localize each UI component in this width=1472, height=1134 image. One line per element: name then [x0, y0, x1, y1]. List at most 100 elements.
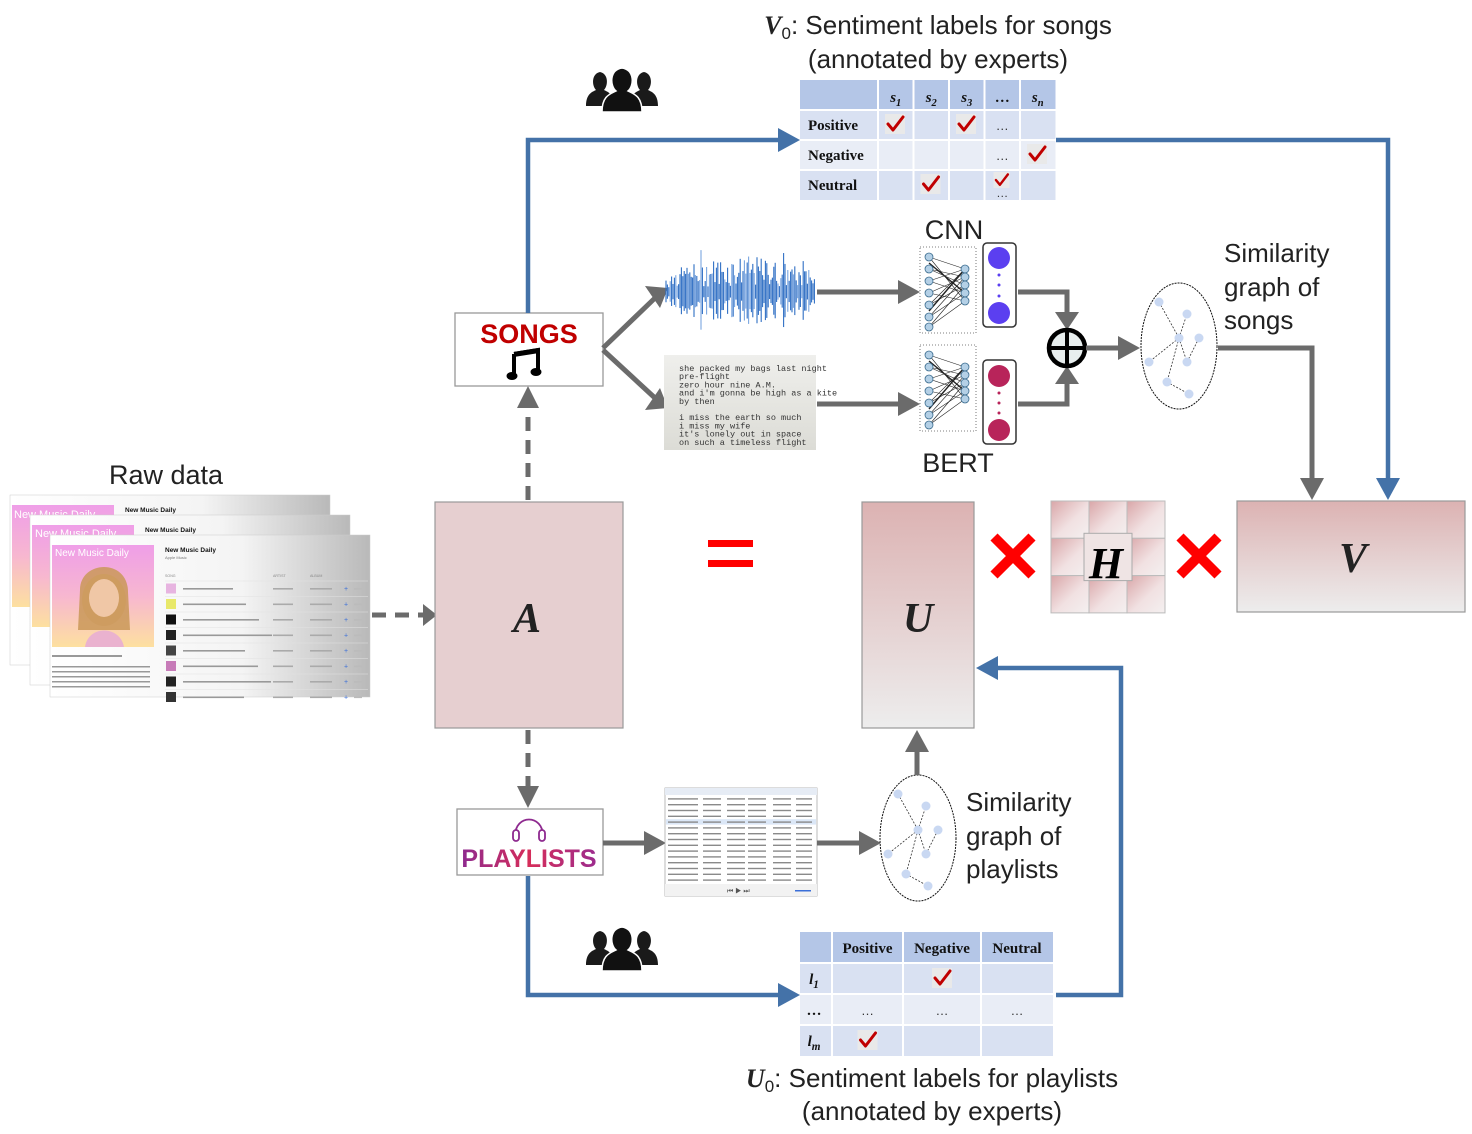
headphones-icon: [512, 818, 546, 842]
playlist-graph-label: Similarity graph of playlists: [966, 787, 1071, 884]
raw-data-title: Raw data: [109, 460, 224, 490]
lyrics-line: by then: [679, 397, 715, 407]
matrix-h: [1050, 500, 1166, 614]
svg-text:+: +: [344, 679, 348, 686]
playlist-graph-label-line1: Similarity: [966, 787, 1071, 817]
h-tile: [1088, 575, 1128, 614]
song-graph-label-line3: songs: [1224, 305, 1293, 335]
v0-row-label: Negative: [808, 148, 864, 164]
svg-text:+: +: [344, 664, 348, 671]
u0-column-header: Neutral: [992, 941, 1041, 957]
matrix-v: V: [1236, 500, 1466, 613]
song-graph-label-line2: graph of: [1224, 272, 1320, 302]
bert-embedding: [982, 359, 1017, 445]
cover-text: New Music Daily: [55, 548, 129, 559]
player-controls: ⏮ ▶ ⏭: [727, 887, 750, 895]
songs-label: SONGS: [480, 319, 578, 349]
u0-title-sub: 0: [765, 1077, 774, 1096]
matrix-u-label: U: [903, 596, 936, 642]
u0-title-line2: (annotated by experts): [802, 1096, 1062, 1126]
h-tile: [1126, 575, 1166, 614]
table-header-cell-label: l1: [809, 972, 819, 991]
lyrics-line: on such a timeless flight: [679, 438, 807, 448]
v0-to-v-arrow: [1056, 137, 1391, 490]
song-similarity-graph-icon: [1140, 282, 1218, 410]
svg-text:+: +: [344, 617, 348, 624]
lyrics-line: and i'm gonna be high as a kite: [679, 389, 837, 399]
table-header-cell-label: …: [995, 90, 1010, 106]
experts-icon-songs: [585, 67, 659, 113]
matrix-u: U: [861, 501, 975, 729]
equals-sign: [708, 540, 753, 567]
check-mark-icon: [1025, 142, 1049, 166]
ellipsis: …: [996, 118, 1009, 133]
check-mark-icon: [954, 112, 978, 136]
check-mark-icon: [883, 112, 907, 136]
audio-waveform: [665, 250, 815, 330]
u0-to-u-arrow: [988, 665, 1124, 998]
music-note-icon: [506, 347, 542, 380]
svg-text:+: +: [344, 648, 348, 655]
playlists-label: PLAYLISTS: [461, 845, 596, 873]
ellipsis: …: [996, 148, 1009, 163]
bert-network-icon: [919, 344, 977, 432]
table-header-cell-label: …: [807, 1003, 822, 1019]
playlist-similarity-graph-icon: [879, 774, 957, 902]
table-header-cell-label: s1: [889, 90, 901, 109]
lyrics-image: she packed my bags last nightpre-flightz…: [664, 355, 837, 450]
v0-title-var: V: [764, 11, 784, 40]
card-title: New Music Daily: [125, 507, 176, 514]
fusion-concat-icon: [1046, 327, 1088, 369]
lyrics-line: i miss my wife: [679, 421, 750, 431]
table-header-cell-label: s2: [925, 90, 938, 109]
ellipsis: …: [936, 1003, 949, 1018]
song-graph-label: Similarity graph of songs: [1224, 238, 1329, 335]
experts-icon-playlists: [585, 926, 659, 972]
v0-title-rest: : Sentiment labels for songs: [791, 10, 1112, 40]
check-mark-icon: [919, 172, 942, 196]
songs-to-lyrics-arrow: [601, 348, 657, 400]
lyrics-line: it's lonely out in space: [679, 430, 801, 440]
h-tile: [1050, 537, 1090, 577]
raw-data-stack: New Music Daily New Music Daily New Musi…: [9, 494, 371, 702]
u0-table-row: [800, 994, 1053, 1025]
songs-to-audio-arrow: [601, 296, 657, 350]
v0-title-sub: 0: [782, 24, 791, 43]
v0-row-label: Neutral: [808, 178, 857, 194]
u0-title-rest: : Sentiment labels for playlists: [774, 1063, 1118, 1093]
playlists-node: PLAYLISTS: [456, 808, 604, 876]
svg-text:V0: Sentiment labels for songs: V0: Sentiment labels for songs: [764, 10, 1112, 43]
u0-title: U0: Sentiment labels for playlists (anno…: [746, 1063, 1118, 1126]
v0-title-line2: (annotated by experts): [808, 44, 1068, 74]
u0-column-header: Positive: [843, 941, 893, 957]
table-header-cell-label: s3: [960, 90, 972, 109]
h-tile: [1050, 500, 1090, 539]
ellipsis: …: [1011, 1003, 1024, 1018]
u0-table-row: [800, 1025, 1053, 1056]
raw-data-card-front: New Music Daily New Music Daily Apple Mu…: [49, 534, 371, 702]
h-tile: [1126, 537, 1166, 577]
svg-text:+: +: [344, 633, 348, 640]
song-rows: ++++++++: [165, 580, 368, 702]
bert-to-fusion-arrow: [1018, 380, 1070, 407]
svg-text:U0: Sentiment labels for playl: U0: Sentiment labels for playlists: [746, 1063, 1118, 1096]
matrix-v-label: V: [1339, 536, 1370, 582]
lyrics-line: zero hour nine A.M.: [679, 380, 776, 390]
multiply-sign-2: [1176, 533, 1222, 579]
v0-table-row: [800, 110, 1056, 140]
h-tile: [1050, 575, 1090, 614]
bert-label: BERT: [922, 448, 994, 478]
column-song: SONG: [165, 574, 176, 578]
multiply-sign-1: [990, 533, 1036, 579]
matrix-a: A: [434, 501, 624, 729]
playlist-graph-label-line2: graph of: [966, 821, 1062, 851]
playlist-graph-label-line3: playlists: [966, 854, 1058, 884]
graph-to-v-arrow: [1218, 345, 1315, 488]
u0-column-header: Negative: [914, 941, 970, 957]
song-graph-label-line1: Similarity: [1224, 238, 1329, 268]
h-tile: [1126, 500, 1166, 539]
table-header-cell-label: sn: [1031, 90, 1044, 109]
v0-row-label: Positive: [808, 118, 858, 134]
